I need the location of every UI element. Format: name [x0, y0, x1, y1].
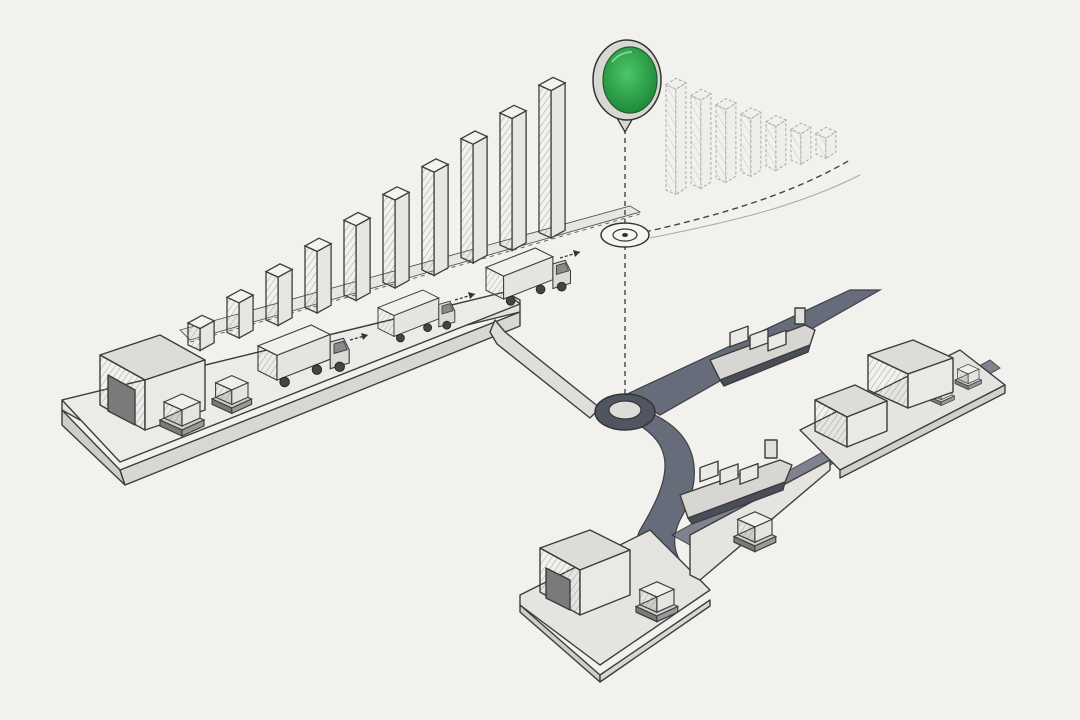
projected-bar-7 — [814, 126, 837, 160]
truck-icon — [256, 324, 350, 388]
pallet-icon — [634, 581, 680, 623]
pallet-icon — [732, 511, 778, 553]
bar-8 — [459, 130, 489, 265]
bar-3 — [264, 263, 294, 327]
cargo-ship-icon — [679, 439, 793, 525]
arrow-icon — [454, 292, 476, 301]
warehouse-icon — [867, 339, 954, 409]
pallet-icon — [954, 364, 983, 391]
cargo-ship-icon — [709, 307, 816, 387]
map-pin-icon — [592, 39, 662, 134]
bar-4 — [303, 237, 333, 315]
projected-bar-4 — [739, 107, 762, 178]
bar-9 — [498, 104, 528, 252]
bar-1 — [186, 314, 216, 352]
truck-icon — [376, 289, 456, 343]
bar-chart — [186, 76, 567, 352]
projected-bar-2 — [689, 88, 712, 190]
arrow-icon — [349, 333, 369, 341]
truck-group — [256, 247, 581, 388]
truck-icon — [484, 247, 572, 306]
pallet-icon — [210, 375, 253, 415]
projected-bar-5 — [764, 114, 787, 172]
warehouse-icon — [814, 384, 888, 448]
bar-7 — [420, 158, 450, 277]
bar-2 — [225, 288, 255, 340]
route-lines — [624, 120, 861, 398]
projected-bar-6 — [789, 122, 812, 166]
warehouse-icon — [539, 529, 631, 616]
bar-10 — [537, 76, 567, 240]
green-marker-dot — [602, 46, 658, 114]
projected-bar-1 — [664, 77, 687, 196]
bar-6 — [381, 186, 411, 290]
projected-bar-3 — [714, 98, 737, 184]
bar-5 — [342, 211, 372, 302]
pallet-icon — [158, 393, 206, 437]
arrow-icon — [559, 250, 581, 259]
projected-bar-chart — [664, 77, 837, 196]
pallet-group — [158, 364, 983, 623]
target-ring — [600, 222, 650, 248]
